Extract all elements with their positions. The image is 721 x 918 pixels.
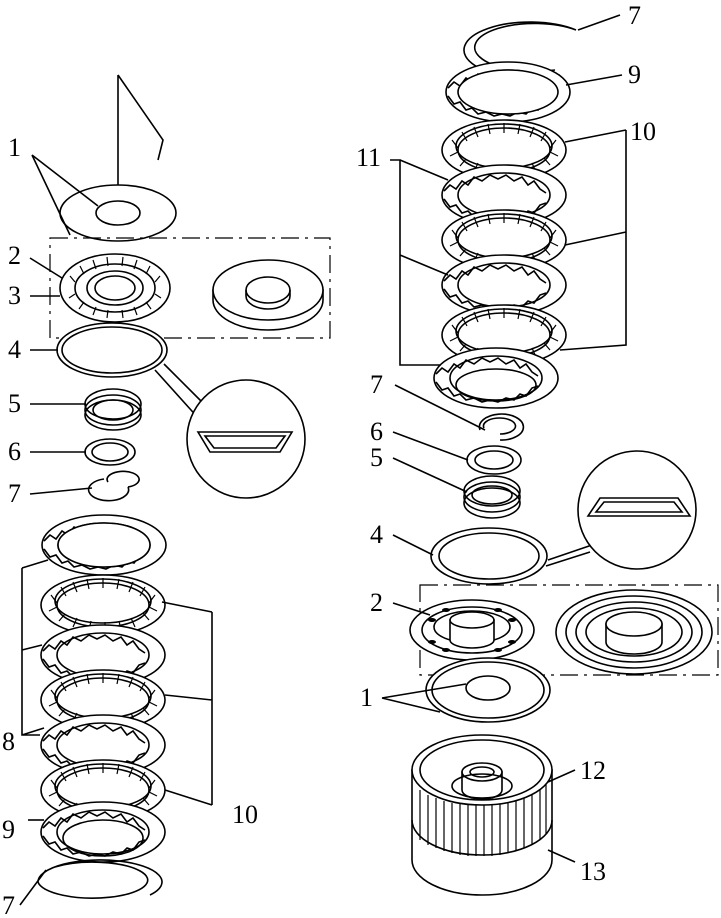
left-clutch-pack (40, 514, 167, 863)
label-right-1: 1 (360, 683, 373, 712)
left-part7-snapring (87, 470, 140, 502)
right-leaders (381, 14, 627, 863)
label-left-9: 9 (2, 815, 15, 844)
left-leaders (19, 154, 213, 906)
right-part1-plate (425, 657, 551, 723)
left-piston-detail (212, 259, 324, 331)
label-left-10: 10 (232, 800, 258, 829)
label-right-7-mid: 7 (370, 370, 383, 399)
right-part5-spring (463, 475, 521, 519)
left-bottom-snapring (37, 859, 163, 899)
right-seal-zoom-circle (577, 450, 697, 570)
right-part7-snapring-mid (478, 413, 525, 441)
label-left-1: 1 (8, 133, 21, 162)
label-right-2: 2 (370, 588, 383, 617)
label-left-6: 6 (8, 437, 21, 466)
label-left-5: 5 (8, 389, 21, 418)
right-clutch-pack (433, 61, 571, 409)
label-right-11: 11 (356, 143, 381, 172)
right-clutch-drum (411, 734, 553, 896)
label-left-7-bottom: 7 (2, 891, 15, 918)
left-part5-spring (84, 388, 142, 431)
label-left-4: 4 (8, 335, 21, 364)
label-right-6: 6 (370, 417, 383, 446)
label-right-4: 4 (370, 520, 383, 549)
right-part4-seal (430, 527, 548, 585)
label-right-10: 10 (630, 117, 656, 146)
left-section-marker (117, 74, 164, 205)
right-piston-detail (555, 589, 713, 675)
label-right-13: 13 (580, 857, 606, 886)
left-seal-zoom-circle (186, 379, 306, 499)
left-part1-plate (59, 184, 177, 242)
label-right-5: 5 (370, 443, 383, 472)
left-part2-piston (59, 253, 171, 323)
label-right-7-top: 7 (628, 1, 641, 30)
label-left-2: 2 (8, 241, 21, 270)
label-left-3: 3 (8, 281, 21, 310)
left-detail-box (49, 237, 331, 339)
label-left-8: 8 (2, 727, 15, 756)
label-left-7-mid: 7 (8, 479, 21, 508)
left-part4-seal (56, 322, 168, 378)
label-right-12: 12 (580, 756, 606, 785)
right-part2-piston (409, 599, 535, 661)
label-right-9: 9 (628, 60, 641, 89)
